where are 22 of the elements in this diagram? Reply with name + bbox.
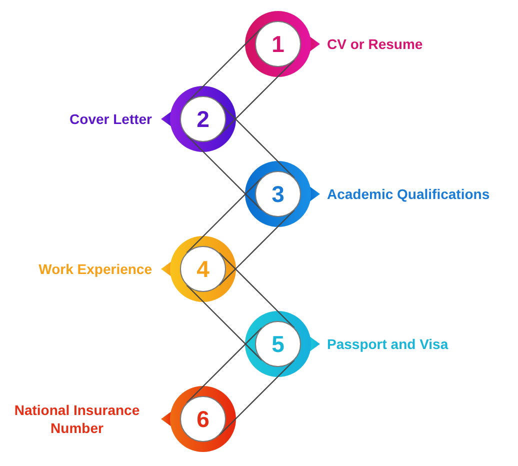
step-number: 3 — [272, 182, 284, 206]
connector-line — [218, 252, 295, 328]
step-number: 2 — [196, 108, 210, 130]
connector-line — [186, 327, 262, 404]
step-number: 4 — [196, 258, 210, 280]
step-label: CV or Resume — [327, 35, 423, 53]
step-number: 5 — [272, 332, 284, 356]
connector-line — [218, 60, 295, 136]
step-label: Academic Qualifications — [327, 185, 490, 203]
step-number: 1 — [272, 32, 284, 56]
step-label: Work Experience — [38, 260, 152, 278]
step-number: 6 — [196, 408, 210, 430]
connector-line — [186, 27, 262, 104]
step-label: Passport and Visa — [327, 335, 448, 353]
connector-line — [218, 360, 295, 436]
connector-line — [218, 102, 295, 178]
step-label: National Insurance Number — [13, 401, 141, 437]
connector-line — [218, 210, 295, 286]
connector-line — [186, 284, 262, 361]
connector-line — [186, 134, 262, 211]
step-label: Cover Letter — [68, 110, 152, 128]
connector-line — [186, 177, 262, 254]
